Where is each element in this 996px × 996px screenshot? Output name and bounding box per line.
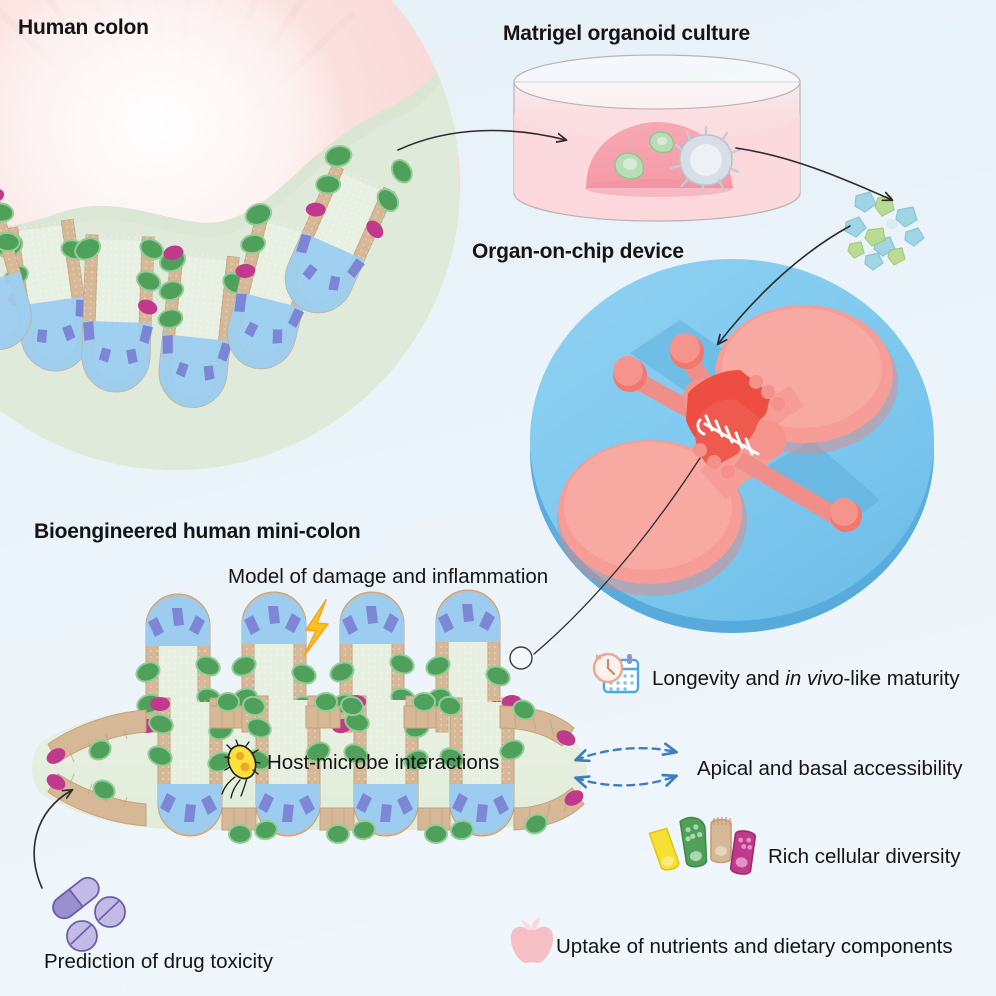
arrow-drug-to-minicolon — [33, 790, 72, 889]
clock-part — [592, 652, 624, 684]
lightning-bolt-icon — [303, 599, 329, 657]
page-title-matrigel: Matrigel organoid culture — [503, 22, 751, 45]
mini-colon-top-crypts — [135, 589, 511, 736]
matrigel-dish-illustration — [513, 54, 801, 222]
dish-rim-bottom — [513, 192, 801, 222]
feature-longevity-suffix: -like maturity — [843, 667, 960, 690]
arrow-colon-to-dish — [397, 129, 566, 151]
mini-colon-horizontal-walls — [46, 692, 585, 844]
crypt — [284, 144, 413, 314]
organoid-cystic — [669, 125, 741, 195]
chip-microchannel — [696, 414, 760, 456]
connector-arrows — [33, 129, 892, 889]
organoid-budding — [614, 152, 645, 180]
chip-arms — [613, 333, 862, 532]
annotation-drug-toxicity: Prediction of drug toxicity — [44, 950, 274, 973]
feature-longevity-italic: in vivo — [785, 667, 844, 690]
colon-inner — [0, 0, 460, 470]
crypt — [157, 245, 247, 408]
annotation-damage: Model of damage and inflammation — [228, 565, 549, 588]
arrow-chip-to-minicolon — [533, 457, 701, 655]
feature-label-longevity: Longevity and in vivo-like maturity — [652, 667, 960, 691]
mini-colon-illustration — [32, 589, 587, 844]
feature-label-accessibility: Apical and basal accessibility — [697, 757, 963, 780]
arrow-cells-to-chip — [718, 225, 851, 344]
apple-icon — [510, 918, 554, 963]
chip-central-scaffold — [686, 370, 785, 479]
annotation-host-microbe: Host-microbe interactions — [267, 751, 500, 774]
dish-rim-top — [513, 54, 801, 110]
organ-on-chip-illustration — [530, 259, 934, 633]
page-title-mini-colon: Bioengineered human mini-colon — [34, 520, 361, 543]
organoid-small — [649, 131, 675, 154]
page-title-human-colon: Human colon — [18, 16, 149, 39]
mini-crypt-bottom — [343, 695, 430, 837]
colon-crypts — [0, 144, 413, 408]
calendar-clock-icon — [592, 652, 640, 694]
chip-arm-lower-right — [734, 452, 862, 532]
page-title-organ-chip: Organ-on-chip device — [472, 240, 684, 263]
crypt — [0, 188, 32, 350]
pills-icon — [52, 876, 126, 952]
bidirectional-dashed-arrows-icon — [576, 748, 676, 785]
feature-label-uptake: Uptake of nutrients and dietary componen… — [556, 935, 953, 958]
bacteria-icon — [221, 739, 261, 799]
feature-label-diversity: Rich cellular diversity — [768, 845, 961, 868]
arrow-dish-to-cells — [735, 147, 892, 200]
callout-endpoint-circle — [509, 646, 533, 670]
feature-longevity-prefix: Longevity and — [652, 667, 786, 690]
human-colon-illustration — [0, 0, 461, 471]
crypt — [74, 234, 165, 393]
cell-types-icon — [648, 816, 757, 875]
